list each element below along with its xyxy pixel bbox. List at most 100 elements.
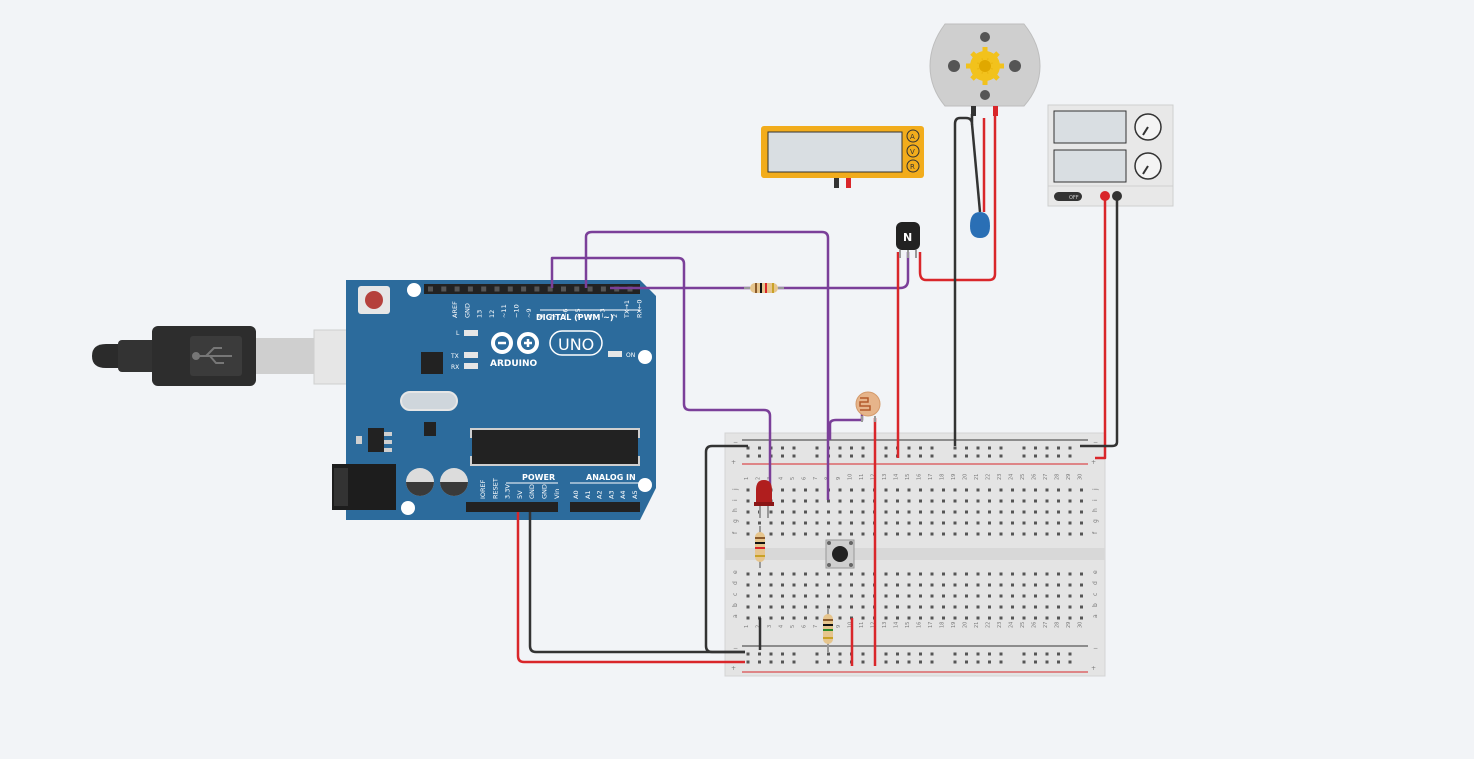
status-led-tx: TX bbox=[450, 352, 478, 360]
multimeter-mode-r[interactable]: R bbox=[906, 159, 920, 173]
resistor[interactable] bbox=[744, 283, 784, 293]
pin-label: ~3 bbox=[599, 308, 607, 318]
svg-text:22: 22 bbox=[986, 474, 992, 480]
usb-cable[interactable] bbox=[92, 326, 391, 386]
wire-red[interactable] bbox=[516, 512, 745, 664]
wire-purple[interactable] bbox=[610, 252, 910, 290]
pin-label: ~5 bbox=[574, 308, 582, 318]
rail-minus-label: − bbox=[733, 645, 738, 652]
svg-text:20: 20 bbox=[963, 622, 969, 628]
arduino-brand-text: ARDUINO bbox=[490, 359, 538, 369]
header-pin[interactable] bbox=[428, 286, 433, 292]
current-knob[interactable] bbox=[1134, 152, 1162, 180]
svg-text:9: 9 bbox=[836, 477, 842, 480]
pin-label: ~9 bbox=[525, 308, 533, 318]
svg-text:25: 25 bbox=[1020, 622, 1026, 628]
svg-text:29: 29 bbox=[1066, 622, 1072, 628]
svg-text:5: 5 bbox=[790, 477, 796, 480]
svg-text:27: 27 bbox=[1043, 622, 1049, 628]
header-pin[interactable] bbox=[507, 286, 513, 292]
npn-transistor[interactable]: N bbox=[896, 222, 920, 258]
svg-text:4: 4 bbox=[779, 625, 785, 628]
pin-label: 4 bbox=[586, 314, 594, 318]
svg-text:16: 16 bbox=[917, 622, 923, 628]
supply-terminal-positive[interactable] bbox=[1100, 191, 1110, 201]
resistor[interactable] bbox=[755, 526, 765, 568]
svg-text:RX: RX bbox=[451, 364, 459, 371]
mounting-hole bbox=[638, 350, 652, 364]
svg-text:g: g bbox=[1092, 519, 1099, 523]
wire-red[interactable] bbox=[1095, 200, 1107, 460]
header-pin[interactable] bbox=[481, 286, 487, 292]
red-led[interactable] bbox=[754, 480, 774, 518]
wire-black[interactable] bbox=[1080, 200, 1119, 448]
wire-black[interactable] bbox=[953, 114, 974, 446]
header-pin[interactable] bbox=[521, 286, 527, 292]
svg-text:OFF: OFF bbox=[1069, 195, 1079, 201]
svg-text:i: i bbox=[1092, 499, 1099, 501]
multimeter-mode-v[interactable]: V bbox=[906, 144, 920, 158]
header-pin[interactable] bbox=[547, 286, 553, 292]
header-pin[interactable] bbox=[467, 286, 473, 292]
pin-label: RX←0 bbox=[636, 299, 644, 318]
svg-text:j: j bbox=[1092, 488, 1099, 491]
supply-power-switch[interactable]: OFF bbox=[1054, 192, 1082, 201]
photoresistor[interactable] bbox=[855, 391, 881, 422]
wires[interactable] bbox=[516, 114, 1119, 666]
multimeter-mode-a[interactable]: A bbox=[906, 129, 920, 143]
rail-minus-label: − bbox=[733, 439, 738, 446]
digital-header[interactable] bbox=[424, 284, 640, 294]
ceramic-capacitor[interactable] bbox=[970, 212, 990, 238]
pin-label: GND bbox=[528, 484, 536, 499]
pushbutton[interactable] bbox=[825, 539, 855, 569]
supply-terminal-negative[interactable] bbox=[1112, 191, 1122, 201]
svg-text:10: 10 bbox=[848, 622, 854, 628]
supply-voltage-display bbox=[1053, 110, 1127, 144]
voltage-knob[interactable] bbox=[1134, 113, 1162, 141]
svg-text:16: 16 bbox=[917, 474, 923, 480]
dc-power-jack[interactable] bbox=[332, 464, 396, 510]
multimeter-probe-red[interactable] bbox=[846, 178, 851, 188]
svg-text:19: 19 bbox=[951, 474, 957, 480]
header-pin[interactable] bbox=[561, 286, 566, 292]
header-pin[interactable] bbox=[441, 286, 447, 292]
wire-purple[interactable] bbox=[550, 256, 772, 486]
header-pin[interactable] bbox=[587, 286, 593, 292]
dc-motor[interactable] bbox=[929, 23, 1041, 116]
header-pin[interactable] bbox=[600, 286, 606, 292]
wire-black[interactable] bbox=[528, 512, 745, 654]
power-header[interactable] bbox=[466, 502, 558, 512]
status-led-rx: RX bbox=[451, 363, 478, 371]
wire-purple[interactable] bbox=[584, 230, 830, 500]
wire-black[interactable] bbox=[704, 444, 748, 654]
svg-text:26: 26 bbox=[1032, 622, 1038, 628]
svg-text:28: 28 bbox=[1055, 622, 1061, 628]
resistor[interactable] bbox=[823, 608, 833, 652]
wire-black[interactable] bbox=[970, 123, 982, 213]
reset-button[interactable] bbox=[358, 286, 390, 314]
dc-power-supply[interactable]: OFF bbox=[1047, 104, 1174, 207]
breadboard[interactable]: − + − + − + − + 112233445566778899101011… bbox=[724, 432, 1106, 677]
svg-text:e: e bbox=[1092, 570, 1099, 574]
rail-minus-label: − bbox=[1093, 645, 1098, 652]
svg-text:17: 17 bbox=[928, 622, 934, 628]
header-pin[interactable] bbox=[574, 286, 580, 292]
breadboard-holes[interactable] bbox=[746, 446, 1084, 664]
wire-purple[interactable] bbox=[828, 408, 864, 440]
svg-text:g: g bbox=[732, 519, 739, 523]
multimeter[interactable]: A V R bbox=[761, 126, 924, 188]
wire-red[interactable] bbox=[918, 114, 997, 282]
status-led-l: L bbox=[456, 330, 478, 337]
svg-text:14: 14 bbox=[894, 622, 900, 628]
multimeter-probe-black[interactable] bbox=[834, 178, 839, 188]
header-pin[interactable] bbox=[454, 286, 460, 292]
svg-text:11: 11 bbox=[859, 622, 865, 628]
header-pin[interactable] bbox=[494, 286, 500, 292]
svg-text:f: f bbox=[732, 531, 739, 534]
header-pin[interactable] bbox=[534, 286, 540, 292]
analog-header[interactable] bbox=[570, 502, 640, 512]
svg-text:20: 20 bbox=[963, 474, 969, 480]
